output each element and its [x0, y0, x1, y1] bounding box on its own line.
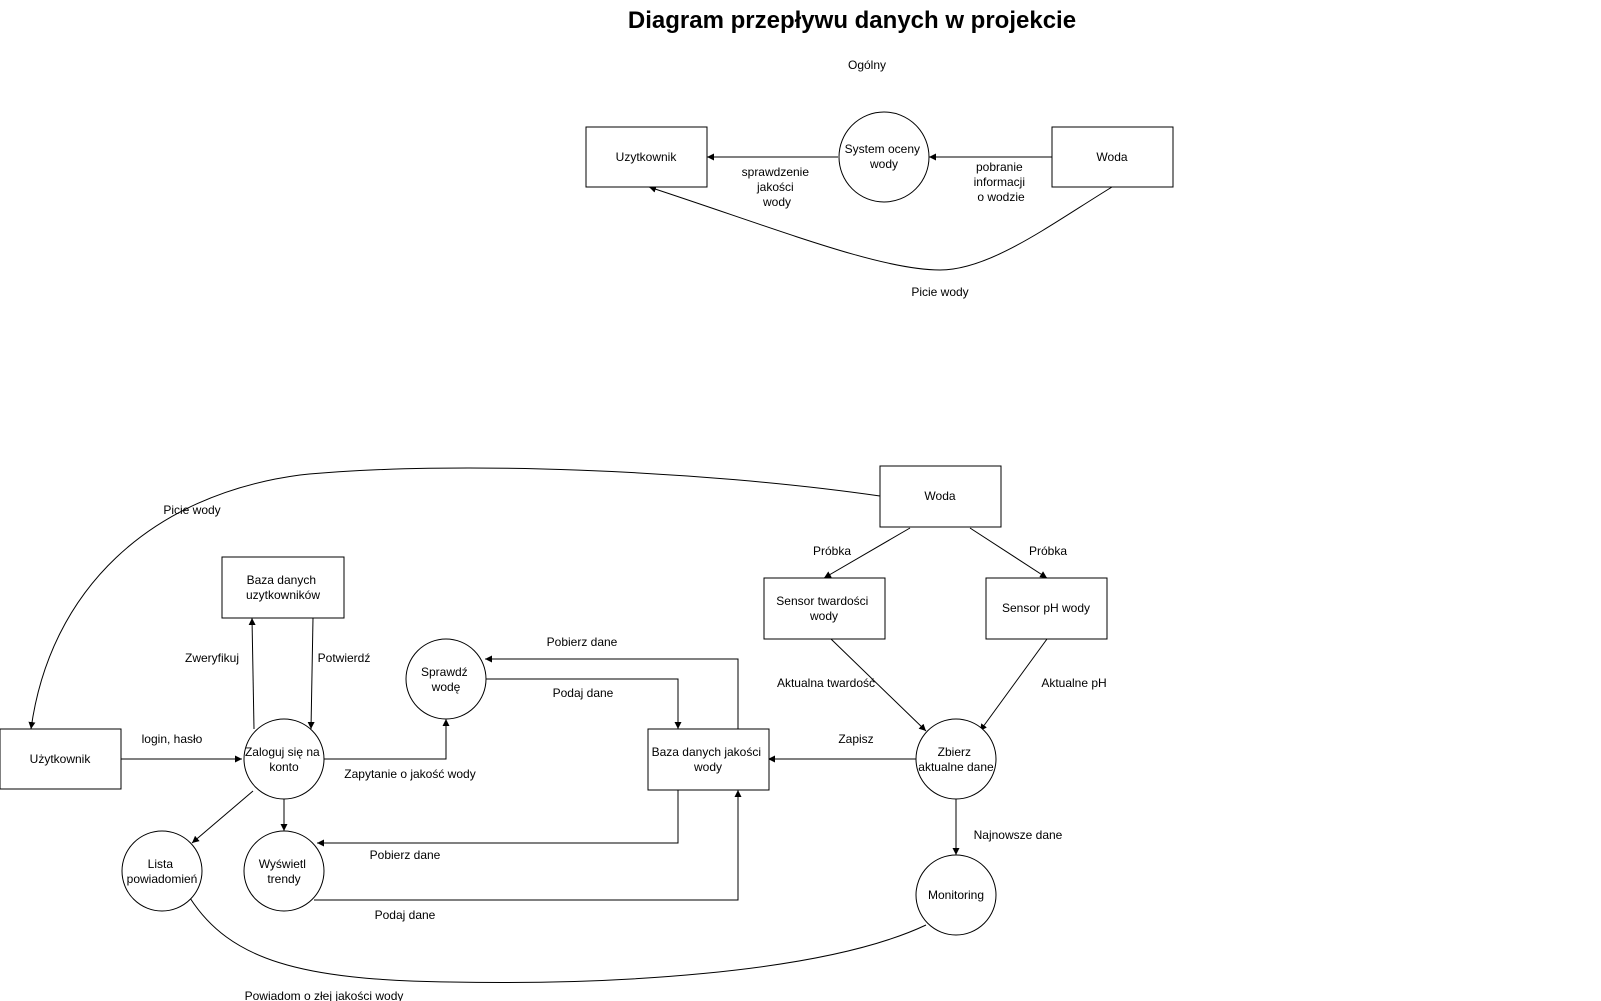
node-uzytkownik-bottom-label: Użytkownik — [30, 752, 92, 766]
edge-zaloguj-to-sprawdz — [323, 719, 450, 760]
node-woda-top — [1051, 126, 1174, 188]
edge-label-najnowsze: Najnowsze dane — [974, 828, 1063, 842]
edge-label-zapisz: Zapisz — [838, 732, 873, 746]
edge-label-pobierz-top: Pobierz dane — [547, 635, 618, 649]
node-sensor-ph — [985, 577, 1108, 640]
node-uzytkownik-top-label: Uzytkownik — [616, 150, 678, 164]
node-sensor-ph-label: Sensor pH wody — [1002, 601, 1090, 615]
node-uzytkownik-bottom — [0, 728, 122, 790]
edge-zaloguj-to-baza-uzytkownikow — [248, 617, 256, 730]
node-lista — [121, 830, 203, 912]
node-wyswietl — [243, 830, 325, 912]
edge-label-powiadom: Powiadom o złej jakości wody — [245, 989, 404, 1001]
node-woda-bottom — [879, 465, 1002, 528]
general-diagram: Uzytkownik System oceny wody Woda sprawd… — [585, 111, 1174, 299]
edge-label-zapytanie: Zapytanie o jakość wody — [344, 767, 475, 781]
node-sensor-twardosci-label: Sensor twardości wody — [776, 594, 871, 623]
diagram-subtitle: Ogólny — [848, 58, 886, 72]
edge-label-probka-left: Próbka — [813, 544, 851, 558]
node-zbierz-label: Zbierz aktualne dane — [918, 745, 994, 774]
edge-label-probka-right: Próbka — [1029, 544, 1067, 558]
edge-label-sprawdzenie: sprawdzenie jakości wody — [742, 165, 813, 209]
edge-label-potwierdz: Potwierdź — [318, 651, 371, 665]
detailed-diagram: Użytkownik Baza danych uzytkowników Zalo… — [0, 465, 1108, 1001]
edge-baza-uzytkownikow-to-zaloguj — [307, 617, 315, 730]
node-woda-top-label: Woda — [1096, 150, 1127, 164]
edge-woda-to-sensor-ph — [969, 527, 1048, 579]
node-sprawdz — [405, 638, 487, 720]
node-zbierz — [915, 718, 997, 800]
node-system-oceny-label: System oceny wody — [845, 142, 924, 171]
edge-label-pobranie: pobranie informacji o wodzie — [974, 160, 1029, 204]
edge-label-picie-bottom: Picie wody — [163, 503, 220, 517]
edge-zaloguj-to-lista — [191, 790, 254, 844]
edge-label-pobierz-bottom: Pobierz dane — [370, 848, 441, 862]
node-monitoring — [915, 854, 997, 936]
edge-sensor-twardosci-to-zbierz — [830, 638, 927, 732]
node-zaloguj-label: Zaloguj się na konto — [245, 745, 323, 774]
edge-label-podaj-bottom: Podaj dane — [375, 908, 436, 922]
node-baza-jakosci — [647, 728, 770, 791]
edge-label-zweryfikuj: Zweryfikuj — [185, 651, 239, 665]
edge-woda-to-uzytkownik-bottom — [28, 467, 881, 730]
edge-baza-jakosci-to-wyswietl — [317, 790, 679, 847]
edge-label-login: login, hasło — [142, 732, 203, 746]
edge-woda-to-sensor-twardosci — [823, 527, 911, 579]
node-monitoring-label: Monitoring — [928, 888, 984, 902]
node-baza-uzytkownikow — [221, 556, 345, 619]
edge-label-aktualne-ph: Aktualne pH — [1041, 676, 1106, 690]
node-wyswietl-label: Wyświetl trendy — [259, 857, 310, 886]
node-sensor-twardosci — [763, 577, 886, 640]
edge-woda-to-uzytkownik — [648, 185, 1113, 271]
node-baza-jakosci-label: Baza danych jakości wody — [652, 745, 765, 774]
edge-monitoring-to-lista — [189, 897, 927, 983]
edge-baza-jakosci-to-sprawdz — [485, 655, 739, 729]
edge-sensor-ph-to-zbierz — [979, 638, 1048, 732]
node-sprawdz-label: Sprawdź wodę — [421, 665, 471, 694]
node-woda-bottom-label: Woda — [924, 489, 955, 503]
node-system-oceny — [838, 111, 930, 203]
edge-sprawdz-to-baza-jakosci — [485, 678, 682, 729]
node-lista-label: Lista powiadomień — [127, 857, 198, 886]
node-uzytkownik-top — [585, 126, 708, 188]
node-zaloguj — [243, 718, 325, 800]
edge-label-picie-top: Picie wody — [911, 285, 968, 299]
edge-label-aktualna-twardosc: Aktualna twardość — [777, 676, 875, 690]
edge-label-podaj-top: Podaj dane — [553, 686, 614, 700]
edge-wyswietl-to-baza-jakosci — [314, 790, 742, 901]
diagram-title: Diagram przepływu danych w projekcie — [628, 7, 1076, 34]
node-baza-uzytkownikow-label: Baza danych uzytkowników — [246, 573, 320, 602]
